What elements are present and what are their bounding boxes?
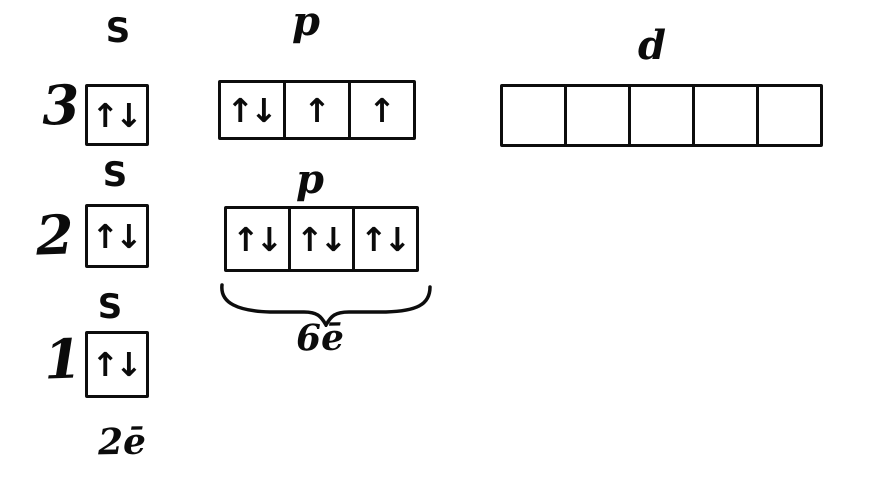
electron-arrows: ↑↓ — [226, 90, 277, 130]
energy-level-3-number: 3 — [40, 72, 81, 138]
level-3-s-orbital: ↑↓ — [85, 84, 149, 146]
level-2-p-label: p — [296, 156, 324, 203]
orbital-box — [500, 84, 567, 147]
level-3-d-label: d — [638, 22, 666, 69]
electron-arrows: ↑ — [303, 90, 331, 130]
orbital-box: ↑↓ — [85, 204, 149, 268]
electron-arrows: ↑↓ — [91, 216, 142, 256]
electron-arrows: ↑ — [368, 90, 396, 130]
level-1-s-electron-count: 2ē — [97, 420, 147, 464]
orbital-box — [692, 84, 759, 147]
level-2-s-label: S — [102, 155, 128, 195]
level-3-p-orbitals: ↑↓ ↑ ↑ — [218, 80, 416, 140]
underbrace — [220, 283, 432, 327]
electron-arrows: ↑↓ — [91, 95, 142, 135]
orbital-box — [564, 84, 631, 147]
energy-level-1-number: 1 — [42, 326, 83, 392]
electron-arrows: ↑↓ — [295, 219, 347, 259]
energy-level-2-number: 2 — [34, 202, 75, 268]
level-1-s-label: S — [97, 287, 123, 327]
electron-arrows: ↑↓ — [231, 219, 283, 259]
level-3-s-label: S — [105, 11, 131, 51]
orbital-box: ↑ — [348, 80, 416, 140]
orbital-box: ↑↓ — [224, 206, 291, 272]
orbital-box: ↑↓ — [85, 84, 149, 146]
orbital-box: ↑↓ — [218, 80, 286, 140]
orbital-box: ↑ — [283, 80, 351, 140]
orbital-box: ↑↓ — [352, 206, 419, 272]
orbital-box — [756, 84, 823, 147]
level-3-d-orbitals — [500, 84, 823, 147]
level-2-s-orbital: ↑↓ — [85, 204, 149, 268]
orbital-box — [628, 84, 695, 147]
level-1-s-orbital: ↑↓ — [85, 331, 149, 398]
orbital-box: ↑↓ — [288, 206, 355, 272]
level-2-p-orbitals: ↑↓ ↑↓ ↑↓ — [224, 206, 419, 272]
orbital-box: ↑↓ — [85, 331, 149, 398]
electron-arrows: ↑↓ — [359, 219, 411, 259]
level-2-p-electron-count: 6ē — [295, 316, 345, 360]
level-3-p-label: p — [292, 0, 320, 45]
electron-arrows: ↑↓ — [91, 345, 142, 384]
